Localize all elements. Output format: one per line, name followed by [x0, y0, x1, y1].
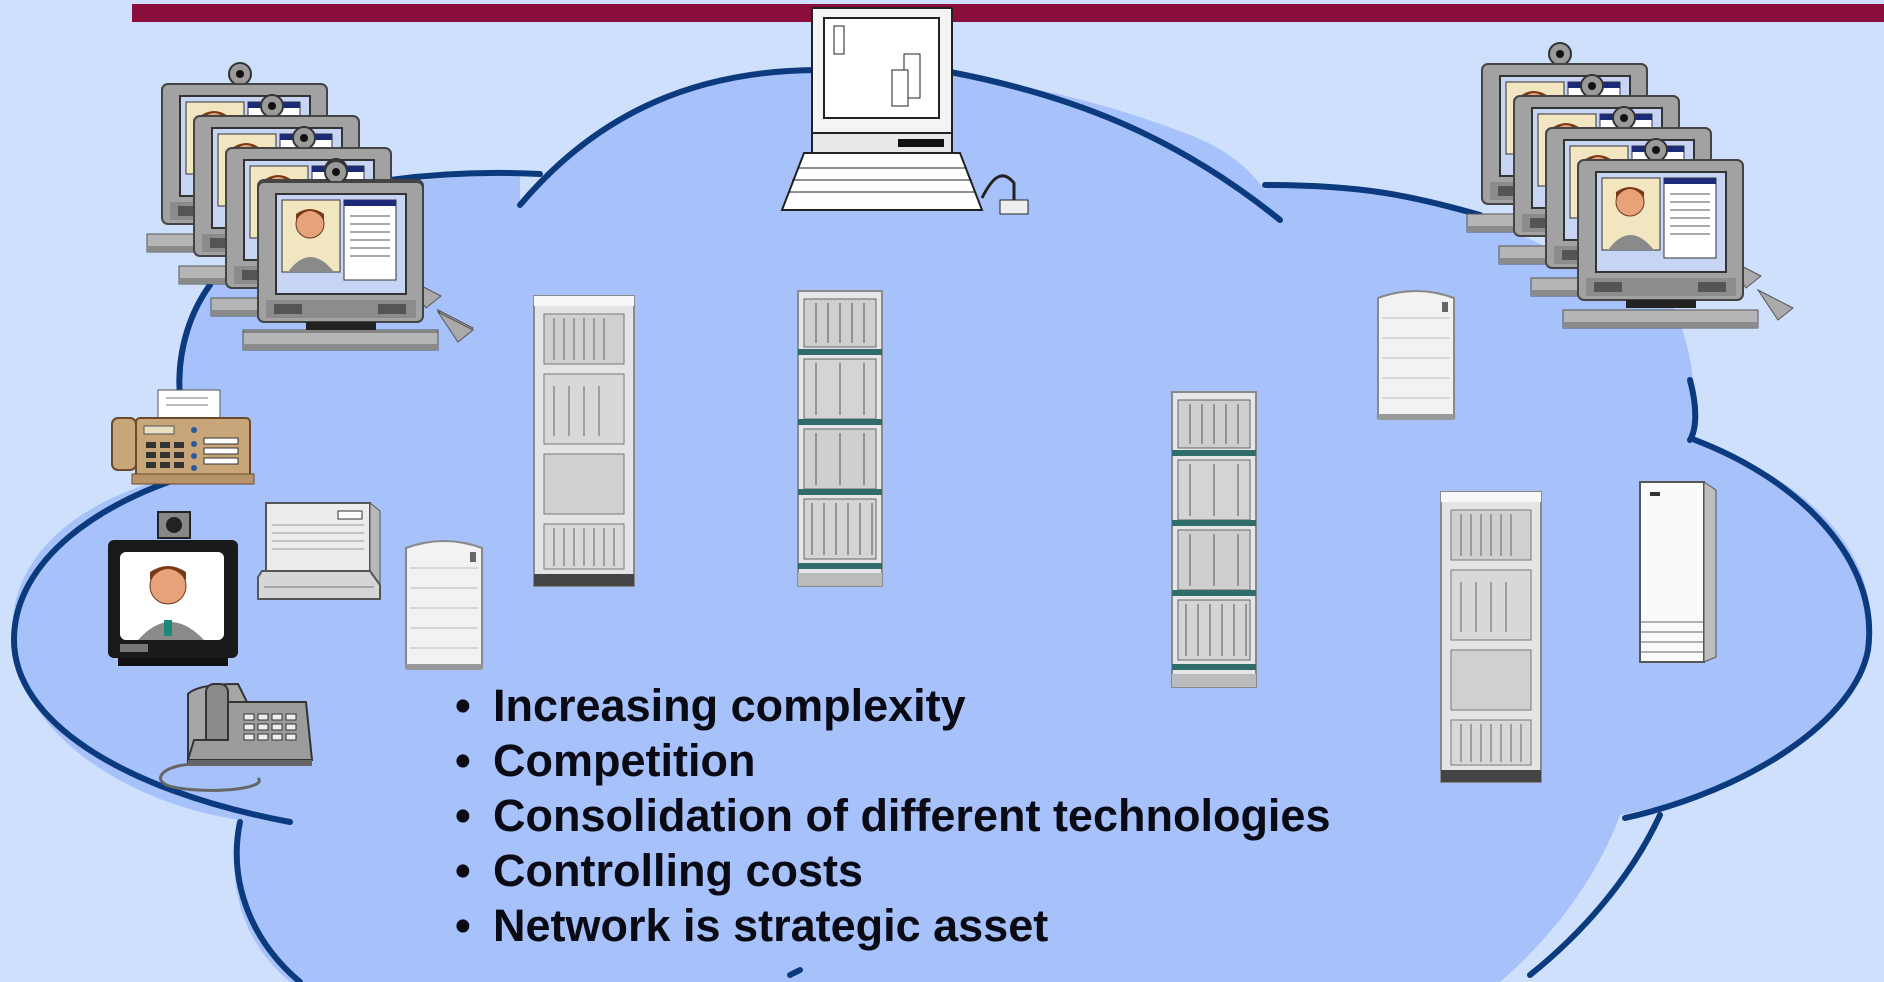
bullet-item: •Controlling costs [455, 845, 863, 896]
printer-icon [257, 501, 381, 600]
bullet-item: •Increasing complexity [455, 680, 966, 731]
cabinet-server-icon [1639, 481, 1717, 663]
bullet-text: Consolidation of different technologies [493, 790, 1331, 841]
server-rack-icon [1171, 391, 1257, 688]
title-bar [132, 4, 1884, 22]
mainframe-terminal-icon [780, 7, 1029, 215]
bullet-item: •Competition [455, 735, 756, 786]
server-rack-icon [797, 290, 883, 587]
bullet-text: Controlling costs [493, 845, 863, 896]
bullet-text: Network is strategic asset [493, 900, 1049, 951]
server-rack-icon [1440, 491, 1542, 783]
server-rack-icon [533, 295, 635, 587]
tower-server-icon [405, 540, 483, 671]
cloud-outline [10, 67, 1873, 982]
bullet-text: Competition [493, 735, 756, 786]
fax-machine-icon [111, 389, 255, 485]
bullet-item: •Consolidation of different technologies [455, 790, 1331, 841]
bullet-item: •Network is strategic asset [455, 900, 1049, 951]
video-workstation-icon [1562, 138, 1794, 329]
video-monitor-icon [108, 511, 238, 666]
tower-server-icon [1377, 290, 1455, 421]
desk-phone-icon [159, 682, 314, 792]
challenge-bullet-list: •Increasing complexity •Competition •Con… [455, 678, 1331, 953]
bullet-text: Increasing complexity [493, 680, 966, 731]
